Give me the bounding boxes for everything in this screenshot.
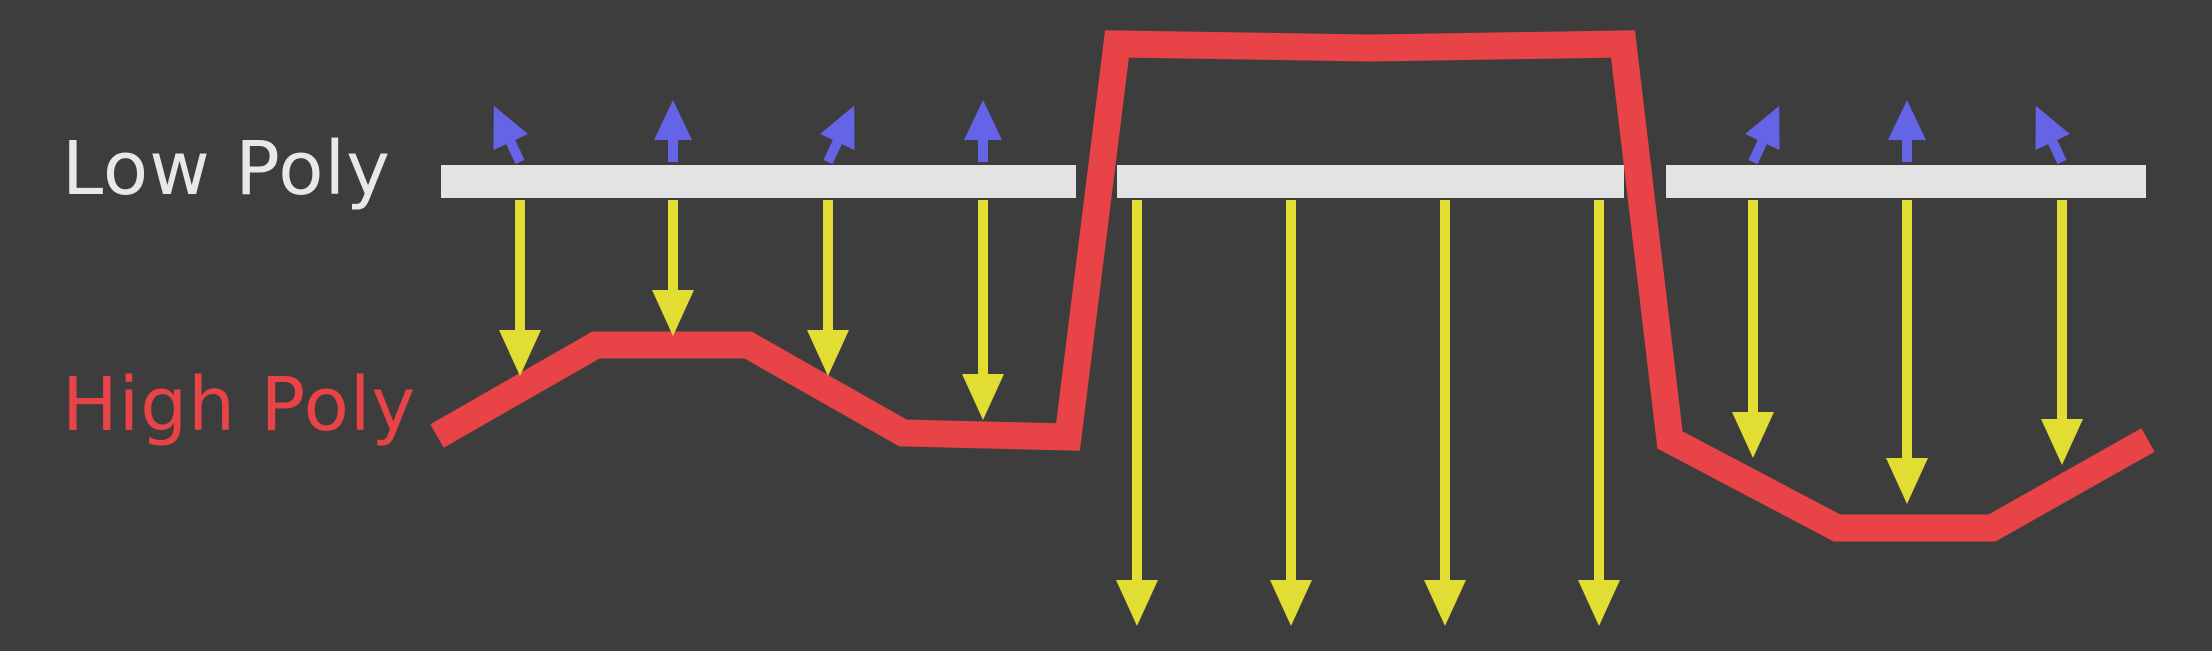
normal-shaft-5 [1748, 138, 1768, 165]
normal-head-3 [820, 105, 855, 151]
arrow-up-icon [1745, 105, 1780, 165]
low-poly-segment-2 [1117, 165, 1624, 198]
ray-head-8 [1578, 580, 1620, 626]
ray-head-10 [1886, 458, 1928, 504]
arrow-up-icon [493, 105, 528, 165]
arrow-down-icon [2041, 200, 2083, 465]
ray-shaft-8 [1594, 200, 1604, 582]
ray-shaft-6 [1286, 200, 1296, 582]
ray-head-11 [2041, 419, 2083, 465]
normal-shaft-4 [978, 138, 988, 162]
ray-head-4 [962, 374, 1004, 420]
high-poly-surface [430, 30, 2155, 542]
ray-head-3 [807, 330, 849, 376]
ray-head-5 [1116, 580, 1158, 626]
arrow-down-icon [652, 200, 694, 336]
surface-normals [493, 100, 2070, 165]
ray-head-7 [1424, 580, 1466, 626]
ray-shaft-11 [2057, 200, 2067, 421]
ray-shaft-1 [515, 200, 525, 332]
arrow-down-icon [1116, 200, 1158, 626]
normal-head-6 [1888, 100, 1926, 140]
arrow-up-icon [2035, 105, 2070, 165]
normal-head-5 [1745, 105, 1780, 151]
arrow-down-icon [1886, 200, 1928, 504]
arrow-down-icon [1424, 200, 1466, 626]
low-poly-surface [441, 165, 2146, 198]
arrow-down-icon [807, 200, 849, 376]
arrow-down-icon [499, 200, 541, 376]
ray-head-1 [499, 330, 541, 376]
arrow-down-icon [962, 200, 1004, 420]
ray-shaft-7 [1440, 200, 1450, 582]
ray-shaft-2 [668, 200, 678, 292]
arrow-up-icon [820, 105, 855, 165]
arrow-down-icon [1578, 200, 1620, 626]
normal-head-1 [493, 105, 528, 151]
low-poly-label: Low Poly [62, 126, 391, 212]
arrow-up-icon [654, 100, 692, 162]
normal-head-7 [2035, 105, 2070, 151]
ray-shaft-4 [978, 200, 988, 376]
high-poly-outline [430, 30, 2155, 542]
projection-rays [499, 200, 2083, 626]
ray-head-9 [1732, 412, 1774, 458]
ray-shaft-10 [1902, 200, 1912, 460]
ray-shaft-9 [1748, 200, 1758, 414]
arrow-up-icon [964, 100, 1002, 162]
normal-shaft-2 [668, 138, 678, 162]
arrow-down-icon [1732, 200, 1774, 458]
normal-shaft-3 [823, 138, 843, 165]
high-poly-label: High Poly [62, 362, 417, 448]
arrow-up-icon [1888, 100, 1926, 162]
normal-shaft-1 [505, 138, 525, 165]
arrow-down-icon [1270, 200, 1312, 626]
normal-shaft-6 [1902, 138, 1912, 162]
ray-shaft-3 [823, 200, 833, 332]
normal-shaft-7 [2047, 138, 2067, 165]
low-poly-segment-1 [441, 165, 1076, 198]
low-poly-segment-3 [1666, 165, 2146, 198]
ray-shaft-5 [1132, 200, 1142, 582]
normal-head-4 [964, 100, 1002, 140]
ray-head-2 [652, 290, 694, 336]
ray-head-6 [1270, 580, 1312, 626]
normal-head-2 [654, 100, 692, 140]
